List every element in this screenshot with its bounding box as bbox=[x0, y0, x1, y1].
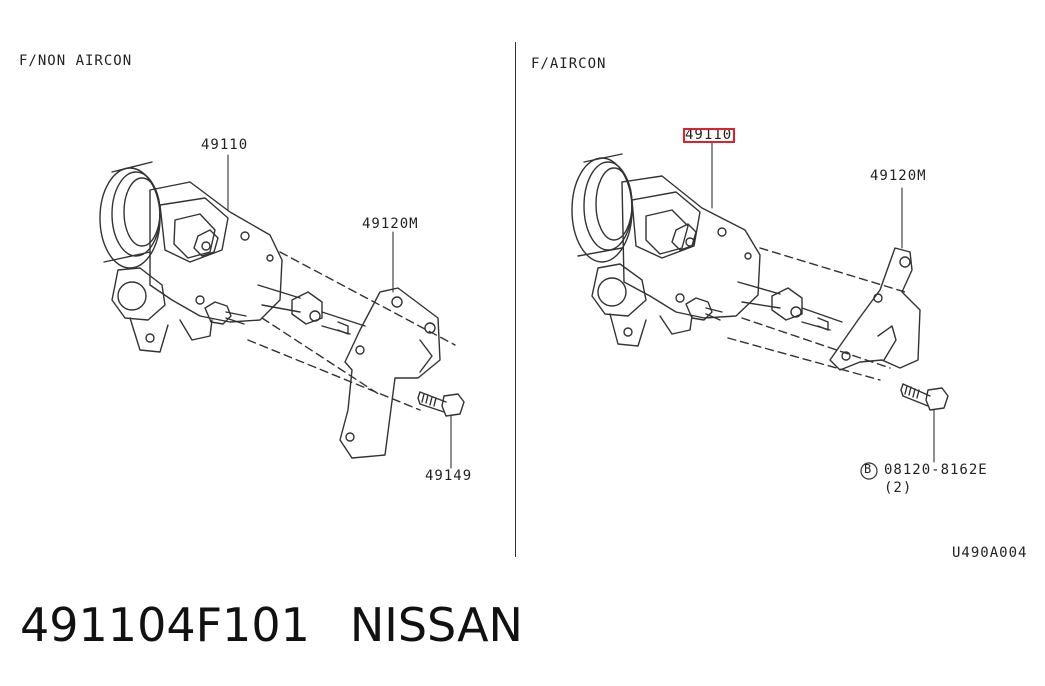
right-pump-callout: 49110 bbox=[685, 127, 733, 143]
right-panel-heading: F/AIRCON bbox=[531, 56, 607, 72]
part-title: 491104F101 NISSAN bbox=[20, 598, 563, 652]
brand-name: NISSAN bbox=[349, 598, 523, 652]
left-power-steering-pump bbox=[99, 161, 366, 353]
left-leader-lines bbox=[227, 154, 452, 469]
diagram-code: U490A004 bbox=[952, 545, 1028, 561]
right-mounting-bracket bbox=[829, 247, 921, 371]
left-alignment-lines bbox=[247, 251, 456, 411]
right-leader-lines bbox=[711, 141, 935, 463]
highlight-box bbox=[683, 128, 735, 143]
left-bracket-callout: 49120M bbox=[362, 216, 419, 232]
right-bolt-callout: 08120-8162E bbox=[884, 462, 988, 478]
bolt-marker-letter: B bbox=[864, 462, 872, 476]
right-alignment-lines bbox=[727, 247, 906, 381]
left-panel-heading: F/NON AIRCON bbox=[19, 53, 133, 69]
right-power-steering-pump bbox=[571, 153, 843, 347]
left-bolt bbox=[417, 391, 465, 417]
part-number: 491104F101 bbox=[20, 598, 310, 652]
left-mounting-bracket bbox=[339, 287, 441, 459]
panel-divider bbox=[515, 42, 516, 557]
right-bolt-quantity: (2) bbox=[884, 480, 913, 496]
left-bolt-callout: 49149 bbox=[425, 468, 473, 484]
right-bolt bbox=[900, 383, 949, 411]
right-bracket-callout: 49120M bbox=[870, 168, 927, 184]
left-pump-callout: 49110 bbox=[201, 137, 249, 153]
bolt-marker-circle bbox=[860, 462, 878, 480]
